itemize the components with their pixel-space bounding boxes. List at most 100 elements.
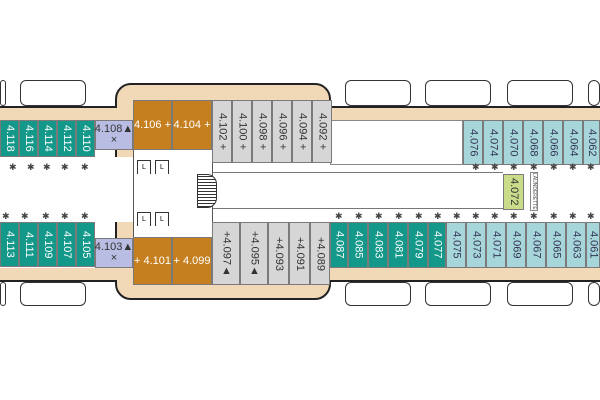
star-icon: ✱ — [472, 211, 480, 221]
cabin-4083[interactable]: 4.083 — [368, 222, 388, 268]
star-icon: ✱ — [569, 162, 577, 172]
star-icon: ✱ — [21, 211, 29, 221]
corridor-wall-bottom — [213, 208, 503, 209]
lifeboat-icon — [425, 80, 491, 106]
cabin-4075[interactable]: 4.075 — [446, 222, 466, 268]
cabin-number: 4.066 — [547, 128, 560, 157]
lift-icon: L — [155, 160, 169, 174]
cabin-4071[interactable]: 4.071 — [486, 222, 506, 268]
star-icon: ✱ — [61, 211, 69, 221]
cabin-4108[interactable]: 4.108▲ × — [95, 120, 133, 150]
star-icon: ✱ — [2, 211, 10, 221]
cabin-number: 4.083 — [372, 231, 385, 259]
cabin-4104[interactable]: 4.104 + — [172, 100, 212, 150]
star-icon: ✱ — [375, 211, 383, 221]
cabin-4077[interactable]: 4.077 — [428, 222, 446, 268]
lifeboat-icon — [588, 80, 600, 106]
cabin-number: 4.103▲ × — [94, 241, 134, 264]
cabin-number: +4.093 — [273, 236, 285, 271]
cabin-4067[interactable]: 4.067 — [526, 222, 546, 268]
staircase — [197, 174, 217, 208]
cabin-4116[interactable]: 4.116 — [19, 120, 38, 157]
cabin-4068[interactable]: 4.068 — [523, 120, 543, 165]
cabin-4076[interactable]: 4.076 — [463, 120, 483, 165]
cabin-4087[interactable]: 4.087 — [330, 222, 348, 268]
cabin-number: 4.061 — [587, 231, 600, 259]
cabin-4064[interactable]: 4.064 — [563, 120, 583, 165]
cabin-4095[interactable]: +4.095▲ — [240, 222, 268, 285]
cabin-number: 4.072 — [508, 178, 520, 206]
cabin-4099[interactable]: + 4.099 — [172, 237, 212, 285]
cabin-4111[interactable]: 4.111 — [19, 222, 38, 267]
cabin-number: 4.104 + — [173, 118, 211, 131]
cabin-number: 4.098 + — [256, 112, 269, 150]
cabin-number: + 4.101 — [134, 254, 172, 267]
cabin-number: 4.062 — [586, 128, 598, 157]
cabin-4094[interactable]: 4.094 + — [292, 100, 312, 163]
lifeboat-icon — [507, 282, 573, 306]
cabin-4109[interactable]: 4.109 — [38, 222, 57, 267]
star-icon: ✱ — [453, 211, 461, 221]
cabin-4100[interactable]: 4.100 + — [232, 100, 252, 163]
cabin-4069[interactable]: 4.069 — [506, 222, 526, 268]
cabin-number: 4.114 — [42, 125, 54, 152]
star-icon: ✱ — [9, 162, 17, 172]
cabin-4098[interactable]: 4.098 + — [252, 100, 272, 163]
star-icon: ✱ — [27, 162, 35, 172]
cabin-number: 4.073 — [470, 231, 483, 259]
cabin-number: 4.105 — [80, 230, 92, 259]
star-icon: ✱ — [81, 162, 89, 172]
cabin-4102[interactable]: 4.102 + — [212, 100, 232, 163]
star-icon: ✱ — [434, 211, 442, 221]
cabin-number: 4.076 — [467, 128, 480, 157]
cabin-number: 4.111 — [23, 231, 35, 258]
cabin-4065[interactable]: 4.065 — [546, 222, 566, 268]
cabin-number: +4.089 — [314, 236, 327, 271]
star-icon: ✱ — [530, 211, 538, 221]
lift-icon: L — [137, 160, 151, 174]
cabin-4110[interactable]: 4.110 — [76, 120, 95, 157]
cabin-4081[interactable]: 4.081 — [388, 222, 408, 268]
hull-line-top-right — [330, 106, 600, 108]
cabin-4079[interactable]: 4.079 — [408, 222, 428, 268]
cabin-4107[interactable]: 4.107 — [57, 222, 76, 267]
cabin-number: 4.102 + — [216, 112, 229, 150]
cabin-4091[interactable]: +4.091 — [289, 222, 310, 285]
cabin-number: 4.063 — [570, 231, 583, 259]
cabin-number: 4.074 — [487, 128, 500, 157]
cabin-number: +4.095▲ — [248, 230, 261, 277]
cabin-4113[interactable]: 4.113 — [0, 222, 19, 267]
cabin-4085[interactable]: 4.085 — [348, 222, 368, 268]
cabin-4092[interactable]: 4.092 + — [312, 100, 332, 163]
cabin-4112[interactable]: 4.112 — [57, 120, 76, 157]
cabin-4105[interactable]: 4.105 — [76, 222, 95, 267]
cabin-number: 4.075 — [450, 231, 463, 259]
cabin-number: 4.092 + — [316, 112, 329, 150]
cabin-4103[interactable]: 4.103▲ × — [95, 238, 133, 268]
cabin-4070[interactable]: 4.070 — [503, 120, 523, 165]
cabin-4118[interactable]: 4.118 — [0, 120, 19, 157]
star-icon: ✱ — [510, 162, 518, 172]
cabin-4066[interactable]: 4.066 — [543, 120, 563, 165]
cabin-4101[interactable]: + 4.101 — [133, 237, 172, 285]
cabin-4074[interactable]: 4.074 — [483, 120, 503, 165]
cabin-4114[interactable]: 4.114 — [38, 120, 57, 157]
star-icon: ✱ — [42, 211, 50, 221]
cabin-number: 4.071 — [490, 231, 503, 259]
open-area-top — [330, 120, 463, 165]
cabin-4061[interactable]: 4.061 — [586, 222, 600, 268]
cabin-4089[interactable]: +4.089 — [310, 222, 330, 285]
cabin-4072[interactable]: 4.072 — [503, 174, 524, 210]
star-icon: ✱ — [415, 211, 423, 221]
cabin-4106[interactable]: 4.106 + — [133, 100, 172, 150]
cabin-4062[interactable]: 4.062 — [583, 120, 600, 165]
cabin-4096[interactable]: 4.096 + — [272, 100, 292, 163]
cabin-number: 4.067 — [530, 231, 543, 259]
cabin-4093[interactable]: +4.093 — [268, 222, 289, 285]
lifeboat-icon — [507, 80, 573, 106]
cabin-4063[interactable]: 4.063 — [566, 222, 586, 268]
cabin-4097[interactable]: +4.097▲ — [212, 222, 240, 285]
cabin-4073[interactable]: 4.073 — [466, 222, 486, 268]
cabin-number: 4.112 — [61, 125, 73, 152]
cabin-number: 4.064 — [567, 128, 580, 157]
